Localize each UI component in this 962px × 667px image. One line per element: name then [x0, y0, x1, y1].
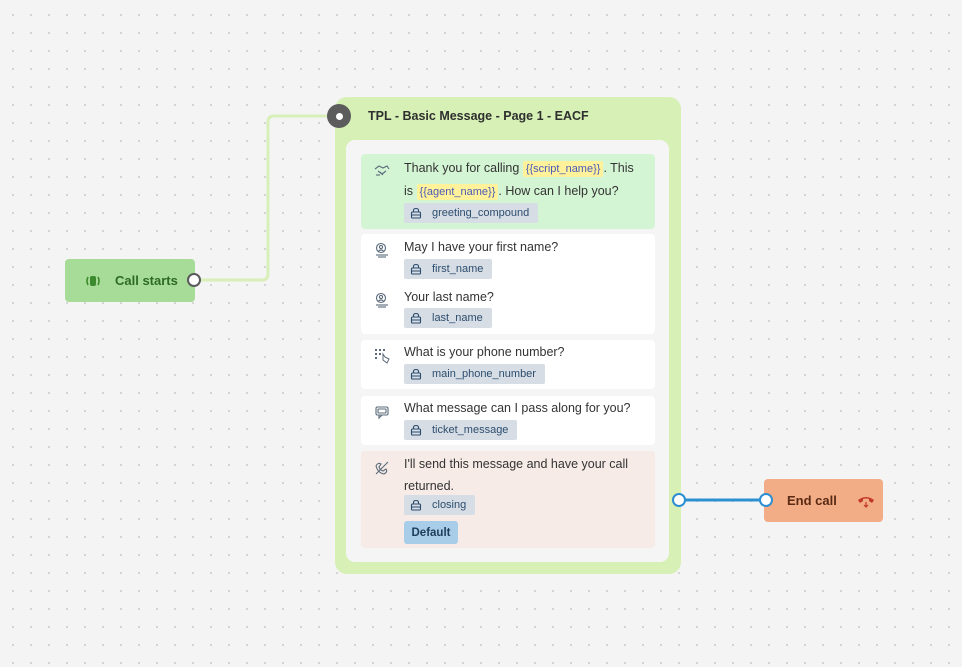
- greeting-field-chip[interactable]: greeting_compound: [404, 203, 539, 223]
- phone-field-chip[interactable]: main_phone_number: [404, 364, 545, 384]
- start-output-port[interactable]: [187, 273, 201, 287]
- agent-name-variable: {{agent_name}}: [416, 184, 499, 200]
- page-title: TPL - Basic Message - Page 1 - EACF: [368, 109, 589, 123]
- field-lock-icon: [410, 424, 422, 436]
- script-name-variable: {{script_name}}: [522, 161, 604, 177]
- person-card-icon: [374, 242, 390, 258]
- greeting-text: Thank you for calling {{script_name}}. T…: [404, 161, 634, 200]
- message-question: What message can I pass along for you?: [404, 401, 631, 415]
- call-starts-label: Call starts: [115, 273, 178, 288]
- call-starts-node[interactable]: Call starts: [65, 259, 195, 302]
- dialpad-icon: [374, 348, 390, 364]
- field-lock-icon: [410, 263, 422, 275]
- default-button[interactable]: Default: [404, 521, 458, 544]
- end-input-port[interactable]: [759, 493, 773, 507]
- field-lock-icon: [410, 368, 422, 380]
- closing-text: I'll send this message and have your cal…: [404, 457, 629, 493]
- last-name-field-chip[interactable]: last_name: [404, 308, 492, 328]
- message-icon: [374, 404, 390, 420]
- end-call-node[interactable]: End call: [764, 479, 883, 522]
- closing-field-chip[interactable]: closing: [404, 495, 476, 515]
- person-card-icon: [374, 292, 390, 308]
- phone-question: What is your phone number?: [404, 345, 565, 359]
- phone-hangup-icon: [857, 494, 875, 508]
- start-connector: [197, 114, 330, 282]
- field-lock-icon: [410, 312, 422, 324]
- field-lock-icon: [410, 499, 422, 511]
- page-input-handle[interactable]: [327, 104, 351, 128]
- call-start-icon: [85, 273, 101, 289]
- last-name-question: Your last name?: [404, 290, 494, 304]
- message-field-chip[interactable]: ticket_message: [404, 420, 518, 440]
- page-output-port[interactable]: [672, 493, 686, 507]
- end-call-label: End call: [787, 493, 837, 508]
- first-name-question: May I have your first name?: [404, 240, 559, 254]
- hangup-icon: [374, 460, 390, 476]
- field-lock-icon: [410, 207, 422, 219]
- first-name-field-chip[interactable]: first_name: [404, 259, 493, 279]
- handshake-icon: [374, 163, 390, 179]
